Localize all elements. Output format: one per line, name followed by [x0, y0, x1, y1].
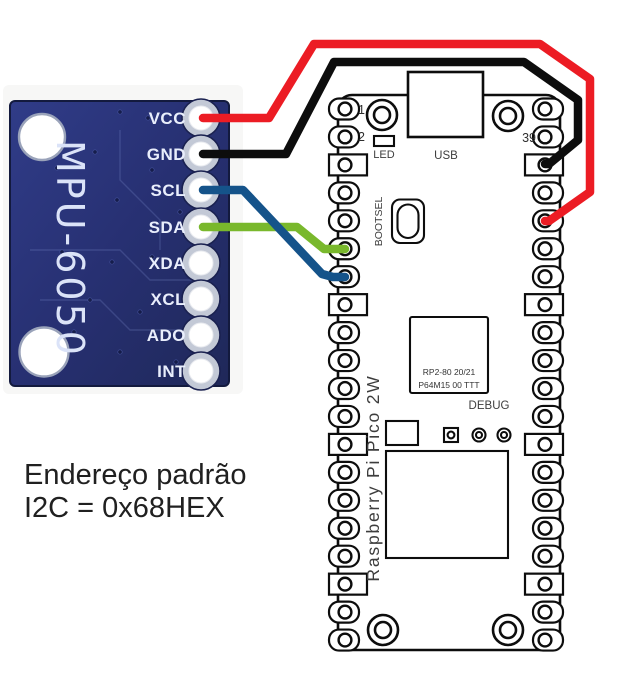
bootsel-label: BOOTSEL — [373, 197, 385, 247]
pico-pin-hole-right — [537, 101, 553, 117]
caption: Endereço padrão I2C = 0x68HEX — [24, 459, 247, 524]
mpu-pin-labels: VCC GND SCL SDA XDA XCL ADO INT — [147, 109, 186, 381]
rp2-chip — [408, 315, 490, 395]
pico-pin-hole-left — [337, 157, 353, 173]
led-icon — [372, 134, 396, 148]
pico-pin-hole-right — [537, 352, 553, 369]
mpu-pin-label-xcl: XCL — [151, 290, 187, 309]
pico-pin-hole-left — [337, 213, 353, 229]
pico-pin-hole-right — [537, 492, 553, 508]
pico-pin-hole-right — [537, 548, 553, 564]
mpu-pin-label-vcc: VCC — [149, 109, 186, 128]
mpu-pin-label-xda: XDA — [149, 254, 186, 273]
sda-wire — [198, 222, 350, 254]
mpu-pin-hole — [188, 322, 214, 348]
usb-connector — [406, 70, 485, 139]
pico-pin-hole-left — [337, 129, 353, 145]
wires — [198, 39, 595, 282]
pico-pin-hole-right — [537, 408, 553, 425]
pico-pin-hole-left — [337, 352, 353, 369]
led-label: LED — [373, 149, 394, 161]
pico-pin-hole-left — [337, 632, 353, 648]
pico-pin-hole-left — [337, 380, 353, 397]
pico-pin-hole-left — [337, 436, 353, 453]
pico-pin-hole-left — [337, 297, 353, 313]
pico-pin-hole-right — [537, 576, 553, 592]
gnd-wire — [198, 57, 583, 169]
mpu-pin-label-scl: SCL — [151, 181, 187, 200]
caption-line1: Endereço padrão — [24, 459, 247, 491]
pico-pin-hole-left — [337, 520, 353, 536]
pico-pin-hole-right — [537, 325, 553, 341]
pico-pin-hole-right — [537, 520, 553, 536]
crystal — [384, 419, 420, 447]
debug-pads — [442, 426, 512, 444]
mpu-pin-label-int: INT — [157, 362, 186, 381]
usb-label: USB — [434, 150, 458, 162]
caption-line2: I2C = 0x68HEX — [24, 492, 225, 524]
mpu-pin-hole — [188, 358, 214, 384]
pico-pin-hole-left — [337, 408, 353, 425]
pico-pin-hole-right — [537, 380, 553, 397]
mpu-pin-label-sda: SDA — [149, 218, 186, 237]
pico-board-name: Raspberry Pi Pico 2W — [363, 374, 383, 581]
pico-pin-hole-right — [537, 185, 553, 201]
pico-board: 1 2 39 LED USB BOOTSEL RP2-80 20/21 P64M… — [327, 70, 565, 652]
pico-pin-hole-left — [337, 604, 353, 620]
mpu-pcb — [9, 100, 230, 387]
mpu-pin-hole — [188, 250, 214, 276]
pico-pin-hole-left — [337, 492, 353, 508]
pico-pin-hole-left — [337, 101, 353, 117]
pico-pin-hole-right — [537, 604, 553, 620]
mpu-silkscreen-label: MPU-6050 — [48, 140, 92, 358]
pico-mount-holes — [365, 98, 525, 647]
vcc-wire — [198, 39, 595, 226]
mpu6050-module: MPU-6050 VCC GND SCL SDA XDA XCL ADO INT — [3, 85, 243, 394]
pico-pin-hole-right — [537, 436, 553, 453]
mpu-pin-label-ado: ADO — [147, 326, 186, 345]
pico-pin-hole-right — [537, 269, 553, 285]
bootsel-button — [390, 198, 426, 245]
mpu-mount-hole-bottom — [18, 326, 70, 378]
mpu-mount-hole-top — [17, 112, 67, 162]
pico-pin-hole-right — [537, 129, 553, 145]
pin2-number: 2 — [358, 130, 365, 144]
mpu-pin-label-gnd: GND — [147, 145, 186, 164]
pico-pin-hole-right — [537, 464, 553, 480]
pico-pin-hole-left — [337, 464, 353, 480]
chip-marking-line2: P64M15 00 TTT — [418, 380, 479, 390]
pico-pin-hole-right — [537, 632, 553, 648]
pico-pin-hole-left — [337, 325, 353, 341]
pico-pin-hole-right — [537, 241, 553, 257]
mpu-pin-hole — [188, 286, 214, 312]
pico-pin-hole-left — [337, 548, 353, 564]
pico-pin-hole-right — [537, 297, 553, 313]
debug-label: DEBUG — [469, 400, 510, 412]
pico-pin-hole-left — [337, 576, 353, 592]
pico-pin-hole-left — [337, 185, 353, 201]
wireless-module — [384, 449, 510, 560]
scl-wire — [198, 185, 350, 282]
pin39-number: 39 — [522, 131, 536, 145]
chip-marking-line1: RP2-80 20/21 — [423, 367, 476, 377]
pin1-number: 1 — [358, 103, 365, 117]
mpu-vias — [54, 109, 189, 365]
